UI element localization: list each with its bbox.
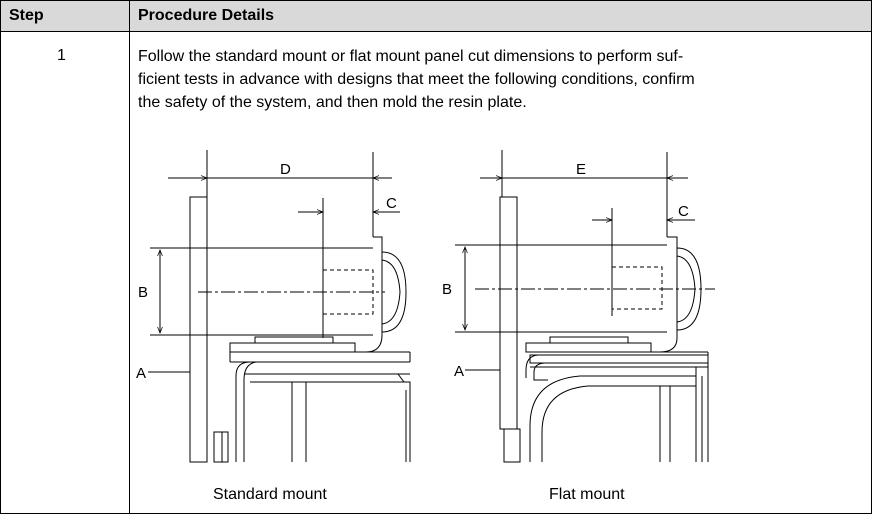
standard-mount-drawing [148,150,411,463]
label-c-standard: C [386,195,397,212]
mount-diagram: D C B A [136,150,715,463]
label-a-standard: A [136,365,146,382]
procedure-line-3: the safety of the system, and then mold … [138,94,527,111]
mount-figure: D C B A [130,140,730,475]
label-a-flat: A [454,363,464,380]
caption-flat-mount: Flat mount [549,486,625,503]
procedure-line-2: ficient tests in advance with designs th… [138,71,695,88]
procedure-line-1: Follow the standard mount or flat mount … [138,48,684,65]
column-divider [129,1,130,513]
header-procedure-details: Procedure Details [138,7,275,24]
caption-standard-mount: Standard mount [213,486,327,503]
procedure-text: Follow the standard mount or flat mount … [138,45,864,114]
table-header-row [1,1,871,32]
label-b-standard: B [138,284,148,301]
label-e: E [576,161,586,178]
flat-mount-drawing [455,150,715,463]
label-c-flat: C [678,203,689,220]
label-d: D [280,161,291,178]
header-step: Step [9,7,44,24]
label-b-flat: B [442,281,452,298]
step-number: 1 [57,47,66,64]
